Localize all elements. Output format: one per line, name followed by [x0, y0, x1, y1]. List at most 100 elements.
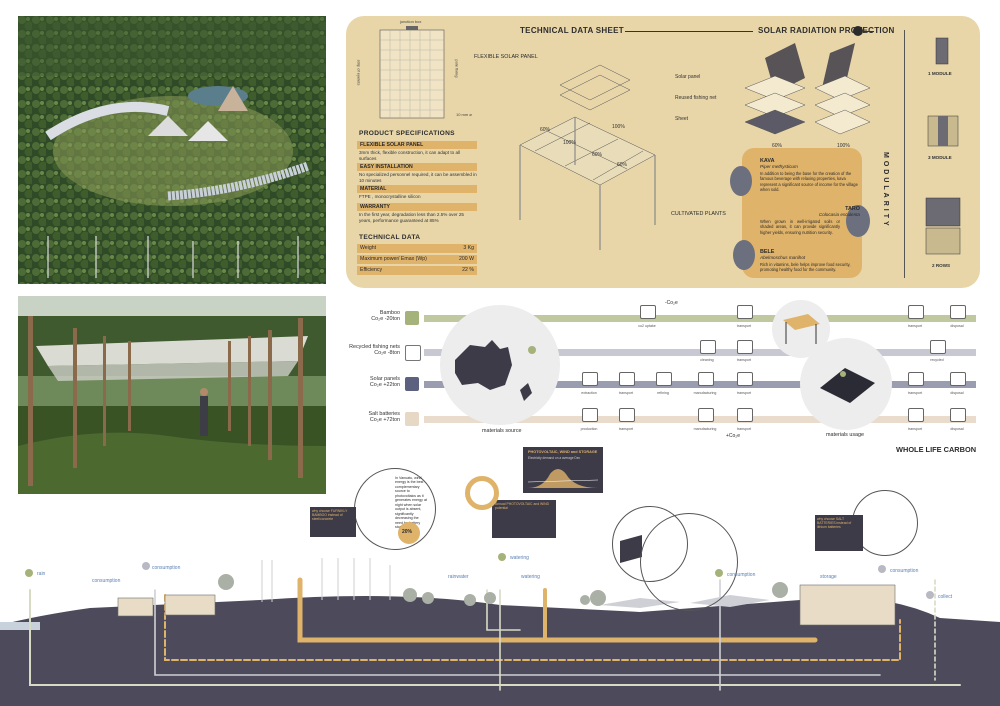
tag-storage: storage — [820, 574, 837, 580]
step-recycled: recycled — [930, 358, 944, 362]
tech-row-power: Maximum power/ Emax (Wp)200 W — [357, 255, 477, 264]
radiation-layer-net: Reused fishing net — [675, 95, 717, 101]
strip-eyelets-label: strip of eyelets — [356, 59, 362, 86]
step-transport-3-box — [737, 340, 753, 354]
step-disposal-2-box — [950, 372, 966, 386]
radiation-dot-icon — [853, 26, 863, 36]
tech-weight-value: 3 Kg — [463, 245, 474, 251]
pole-fixing-label: pole fixing — [454, 59, 460, 78]
carbon-panels-name: Solar panels — [370, 376, 400, 382]
annual-pv-panel — [492, 500, 556, 538]
module-3-label: 3 MODULE — [928, 155, 952, 160]
radiation-end-line — [864, 31, 874, 32]
step-recycled-box — [930, 340, 946, 354]
bamboo-callout-panel — [310, 507, 356, 537]
structure-pct-4: 60% — [617, 162, 628, 168]
bamboo-callout-text: why choose FURNIKLY BAMBOO instead of st… — [312, 509, 348, 522]
radiation-pct-left: 60% — [772, 143, 783, 149]
pv-chart-title: PHOTOVOLTAIC, WIND and STORAGE — [528, 450, 598, 454]
structure-pct-3: 60% — [592, 152, 603, 158]
plant-kava-text: In addition to being the base for the cr… — [760, 171, 858, 192]
plant-bele-text: Rich in vitamins, bele helps improve foo… — [760, 262, 851, 273]
bele-plant-icon — [733, 240, 755, 270]
tech-weight-label: Weight — [360, 245, 377, 251]
wind-callout-badge — [398, 522, 420, 544]
taro-plant-icon — [846, 205, 870, 237]
tech-power-label: Maximum power/ Emax (Wp) — [360, 256, 427, 262]
step-disposal-1: disposal — [950, 324, 964, 328]
modularity-title: MODULARITY — [882, 152, 889, 229]
step-manufacturing-2: manufacturing — [693, 427, 717, 431]
step-transport-4-box — [619, 372, 635, 386]
solar-panel-icon — [405, 377, 419, 391]
wind-callout-pct: 20% — [402, 529, 413, 535]
spec-text-installation: No specialized personnel required, it ca… — [359, 172, 477, 183]
step-co2-uptake: co2 uptake — [638, 324, 656, 328]
consumption-tag-icon-3 — [715, 569, 723, 577]
radiation-pct-right: 100% — [837, 143, 850, 149]
plant-kava-latin: Piper methysticum — [760, 164, 798, 169]
step-production: production — [580, 427, 598, 431]
step-transport-6-box — [908, 372, 924, 386]
junction-box-label: junction box — [400, 19, 422, 24]
step-production-box — [582, 408, 598, 422]
step-transport-7: transport — [618, 427, 634, 431]
structure-detail-circle — [640, 513, 738, 611]
canopy-usage-icon — [783, 314, 820, 344]
tech-efficiency-label: Efficiency — [360, 267, 383, 273]
tag-consumption-1: consumption — [92, 578, 121, 584]
plant-bele-latin: Abelmoschus manihot — [760, 255, 806, 260]
materials-usage-label: materials usage — [826, 432, 865, 438]
spec-label-panel: FLEXIBLE SOLAR PANEL — [357, 141, 477, 149]
tag-rainwater: rainwater — [448, 574, 469, 580]
modularity-divider — [904, 30, 905, 278]
step-disposal-1-box — [950, 305, 966, 319]
step-disposal-3-box — [950, 408, 966, 422]
plant-kava-name: KAVA — [760, 158, 775, 164]
structure-pct-1: 60% — [540, 127, 551, 133]
step-transport-1: transport — [736, 324, 752, 328]
product-specs-heading: PRODUCT SPECIFICATIONS — [359, 130, 455, 137]
step-extraction-box — [582, 372, 598, 386]
step-disposal-3: disposal — [950, 427, 964, 431]
step-disposal-2: disposal — [950, 391, 964, 395]
fishing-net-icon — [405, 345, 421, 361]
step-extraction: extraction — [581, 391, 597, 395]
plant-taro-latin: Colocasia esculenta — [818, 212, 860, 217]
step-transport-6: transport — [907, 391, 923, 395]
whole-life-carbon-title: WHOLE LIFE CARBON — [896, 445, 977, 454]
step-manufacturing-1-box — [698, 372, 714, 386]
step-manufacturing-1: manufacturing — [693, 391, 717, 395]
collect-tag-icon — [926, 591, 934, 599]
consumption-tag-icon — [142, 562, 150, 570]
plant-taro-name: TARO — [845, 206, 860, 212]
module-1-label: 1 MODULE — [928, 71, 952, 76]
solar-panel-drawing — [379, 26, 445, 119]
module-rows-icon — [925, 197, 961, 255]
spec-label-warranty: WARRANTY — [357, 203, 477, 211]
rain-tag-icon — [25, 569, 33, 577]
tag-consumption-3: consumption — [727, 572, 756, 578]
structure-pct-5: 100% — [612, 124, 625, 130]
radiation-layers-drawing — [744, 43, 871, 135]
dimension-label: 10 mm ⌀ — [456, 112, 472, 117]
tag-consumption-4: consumption — [890, 568, 919, 574]
spec-label-installation: EASY INSTALLATION — [357, 163, 477, 171]
technical-data-sheet-panel — [346, 16, 980, 288]
step-transport-7-box — [619, 408, 635, 422]
step-transport-9: transport — [907, 427, 923, 431]
pv-chart-subtitle: Electricity demand on a average Dec — [528, 456, 581, 460]
radiation-title-line — [625, 31, 753, 32]
tag-watering-2: watering — [521, 574, 540, 580]
spec-label-material: MATERIAL — [357, 185, 477, 193]
step-transport-1-box — [737, 305, 753, 319]
module-1-icon — [935, 37, 949, 65]
battery-icon — [405, 412, 419, 426]
salt-battery-panel — [815, 515, 863, 551]
salt-battery-text: why choose SALT BATTERIES instead of lit… — [817, 517, 852, 530]
spec-text-panel: 3mm thick, flexible construction, it can… — [359, 150, 461, 161]
